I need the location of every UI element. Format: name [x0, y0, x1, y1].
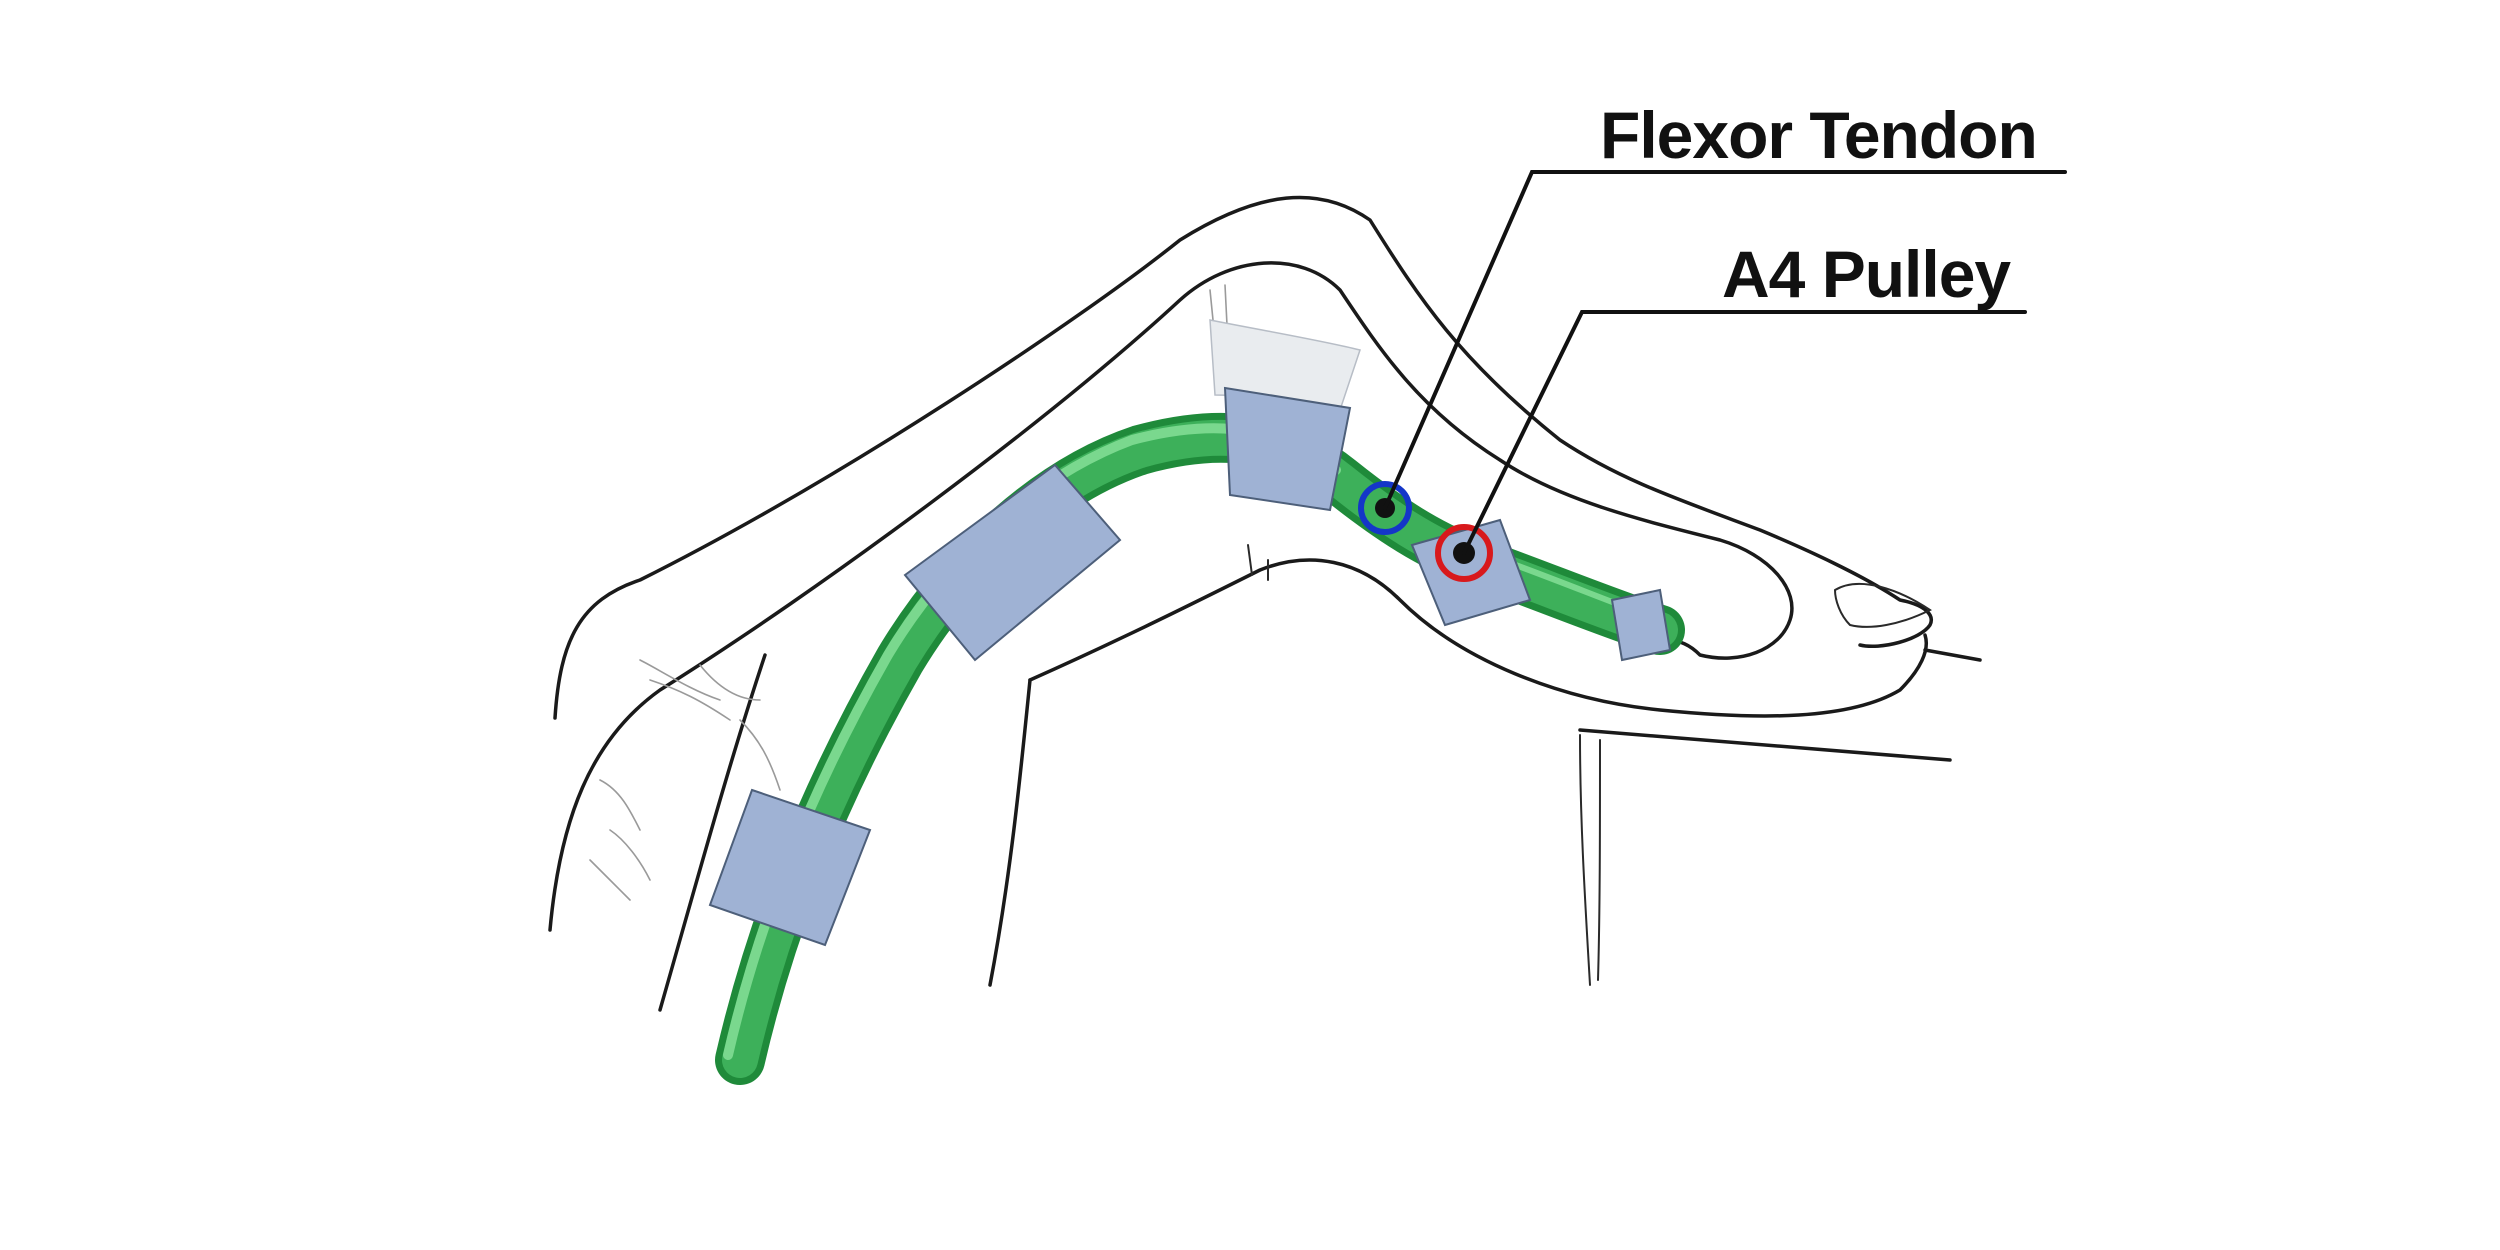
- pulley-a3: [1223, 386, 1352, 512]
- pulley-a1: [708, 788, 872, 947]
- a4-pulley-leader: [1462, 310, 2027, 555]
- flexor-tendon: [715, 412, 1685, 1085]
- a4-pulley-label: A4 Pulley: [1722, 237, 2011, 311]
- pulley-a5: [1610, 588, 1672, 662]
- pulley-a2: [903, 463, 1122, 662]
- flexor-tendon-label: Flexor Tendon: [1600, 98, 2037, 172]
- a4-marker-ring: [1435, 524, 1493, 582]
- flexor-tendon-leader: [1383, 170, 2067, 510]
- pulleys: [708, 386, 1672, 947]
- flexor-marker-ring: [1358, 481, 1412, 535]
- skin-crease-sketch: [589, 284, 1229, 901]
- finger-outline: [548, 195, 1982, 1012]
